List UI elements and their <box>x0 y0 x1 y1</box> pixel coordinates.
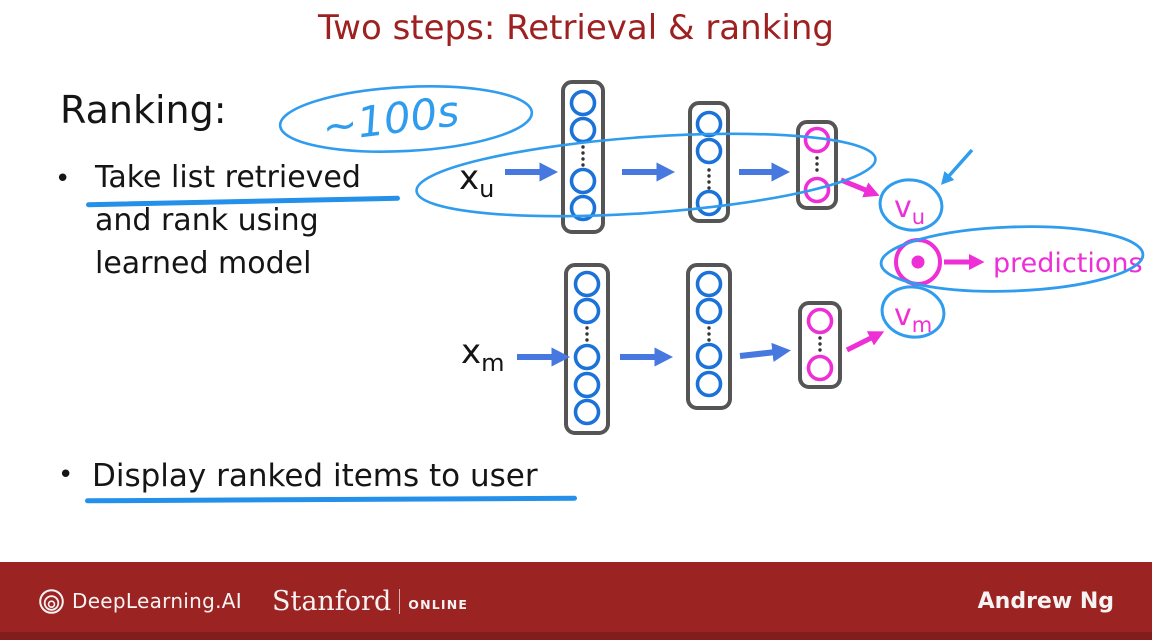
note-100s-ellipse <box>278 85 534 153</box>
item-layer3-ellipsis-dots <box>818 336 822 352</box>
user-layer3-nodes <box>803 126 831 204</box>
pointer-arrow-icon <box>941 148 974 185</box>
bullet-display-items: • Display ranked items to user <box>58 458 538 494</box>
handwritten-100s-note: ~100s <box>320 86 462 151</box>
logo-divider <box>399 588 401 614</box>
predictions-ellipse <box>879 225 1145 293</box>
dot-product-dot-icon <box>911 255 925 269</box>
item-layer1-ellipsis-dots <box>585 326 589 342</box>
bullet-take-list: • Take list retrieved and rank using lea… <box>55 156 361 285</box>
stanford-label: Stanford <box>271 585 392 617</box>
bullet1-line3: learned model <box>95 246 312 281</box>
user-input-label: xu <box>459 158 494 203</box>
bullet-dot: • <box>58 460 74 490</box>
item-input-label: xm <box>461 332 505 377</box>
item-network: xm <box>461 263 885 435</box>
item-layer3-nodes <box>806 307 834 382</box>
bullet2-line1: Display ranked items to user <box>92 458 538 494</box>
vu-circle <box>878 178 944 232</box>
user-network: xu <box>459 80 880 234</box>
item-network-arrows <box>517 342 791 367</box>
stanford-online-logo: Stanford ONLINE <box>272 586 468 617</box>
user-output-arrow <box>840 177 880 198</box>
item-layer2-box <box>686 263 732 410</box>
user-vector-label: vu <box>894 190 925 229</box>
slide-title: Two steps: Retrieval & ranking <box>318 8 834 48</box>
user-tower-ellipse <box>415 132 877 218</box>
bullet-dot: • <box>55 164 71 194</box>
item-layer1-nodes <box>573 270 601 426</box>
user-layer2-ellipsis-dots <box>707 168 711 190</box>
user-layer3-ellipsis-dots <box>815 156 819 172</box>
deeplearning-logo: DeepLearning.AI <box>38 588 242 615</box>
bullet1-line1: Take list retrieved <box>95 160 361 195</box>
footer-bar: DeepLearning.AI Stanford ONLINE Andrew N… <box>0 562 1152 640</box>
deeplearning-label: DeepLearning.AI <box>72 589 242 613</box>
author-name: Andrew Ng <box>977 588 1114 614</box>
user-layer1-box <box>561 80 605 234</box>
item-layer2-ellipsis-dots <box>707 326 711 342</box>
item-output-arrow <box>845 331 885 353</box>
item-vector-label: vm <box>894 298 932 337</box>
footer-bottom-strip <box>0 632 1152 640</box>
bullet1-line2: and rank using <box>95 203 319 238</box>
deeplearning-logo-icon <box>39 588 64 614</box>
user-layer1-ellipsis-dots <box>581 145 585 167</box>
ranking-heading: Ranking: <box>60 88 227 132</box>
hand-drawn-annotations <box>278 85 1145 339</box>
item-layer2-nodes <box>695 270 723 398</box>
user-layer1-nodes <box>569 89 597 222</box>
online-label: ONLINE <box>408 596 469 612</box>
vm-circle <box>880 285 946 339</box>
two-tower-network-diagram: xu <box>278 80 1145 435</box>
